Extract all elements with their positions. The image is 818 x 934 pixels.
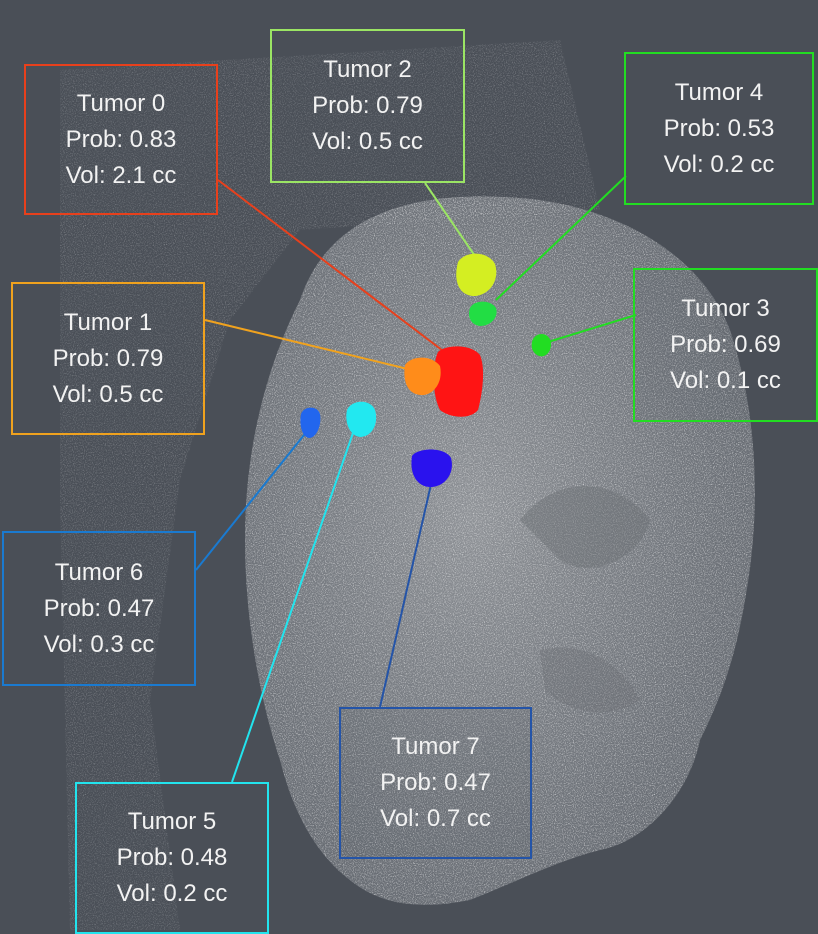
tumor-1-label-box: Tumor 1 Prob: 0.79 Vol: 0.5 cc bbox=[11, 282, 205, 435]
tumor-3-name: Tumor 3 bbox=[681, 291, 769, 327]
tumor-6-vol: Vol: 0.3 cc bbox=[44, 627, 155, 663]
tumor-0-blob[interactable] bbox=[434, 346, 483, 416]
tumor-4-prob: Prob: 0.53 bbox=[664, 111, 775, 147]
tumor-3-prob: Prob: 0.69 bbox=[670, 327, 781, 363]
tumor-5-vol: Vol: 0.2 cc bbox=[117, 876, 228, 912]
tumor-1-vol: Vol: 0.5 cc bbox=[53, 377, 164, 413]
tumor-0-vol: Vol: 2.1 cc bbox=[66, 158, 177, 194]
tumor-6-label-box: Tumor 6 Prob: 0.47 Vol: 0.3 cc bbox=[2, 531, 196, 686]
tumor-5-label-box: Tumor 5 Prob: 0.48 Vol: 0.2 cc bbox=[75, 782, 269, 934]
tumor-0-name: Tumor 0 bbox=[77, 86, 165, 122]
tumor-0-label-box: Tumor 0 Prob: 0.83 Vol: 2.1 cc bbox=[24, 64, 218, 215]
tumor-2-prob: Prob: 0.79 bbox=[312, 88, 423, 124]
tumor-2-name: Tumor 2 bbox=[323, 52, 411, 88]
tumor-5-name: Tumor 5 bbox=[128, 804, 216, 840]
tumor-7-name: Tumor 7 bbox=[391, 729, 479, 765]
tumor-3-label-box: Tumor 3 Prob: 0.69 Vol: 0.1 cc bbox=[633, 268, 818, 422]
tumor-1-name: Tumor 1 bbox=[64, 305, 152, 341]
tumor-5-prob: Prob: 0.48 bbox=[117, 840, 228, 876]
tumor-4-name: Tumor 4 bbox=[675, 75, 763, 111]
tumor-2-vol: Vol: 0.5 cc bbox=[312, 124, 423, 160]
tumor-7-label-box: Tumor 7 Prob: 0.47 Vol: 0.7 cc bbox=[339, 707, 532, 859]
tumor-4-vol: Vol: 0.2 cc bbox=[664, 147, 775, 183]
tumor-2-label-box: Tumor 2 Prob: 0.79 Vol: 0.5 cc bbox=[270, 29, 465, 183]
tumor-7-vol: Vol: 0.7 cc bbox=[380, 801, 491, 837]
tumor-0-prob: Prob: 0.83 bbox=[66, 122, 177, 158]
tumor-6-prob: Prob: 0.47 bbox=[44, 591, 155, 627]
tumor-7-prob: Prob: 0.47 bbox=[380, 765, 491, 801]
tumor-3-vol: Vol: 0.1 cc bbox=[670, 363, 781, 399]
tumor-1-prob: Prob: 0.79 bbox=[53, 341, 164, 377]
tumor-6-name: Tumor 6 bbox=[55, 555, 143, 591]
tumor-4-label-box: Tumor 4 Prob: 0.53 Vol: 0.2 cc bbox=[624, 52, 814, 205]
